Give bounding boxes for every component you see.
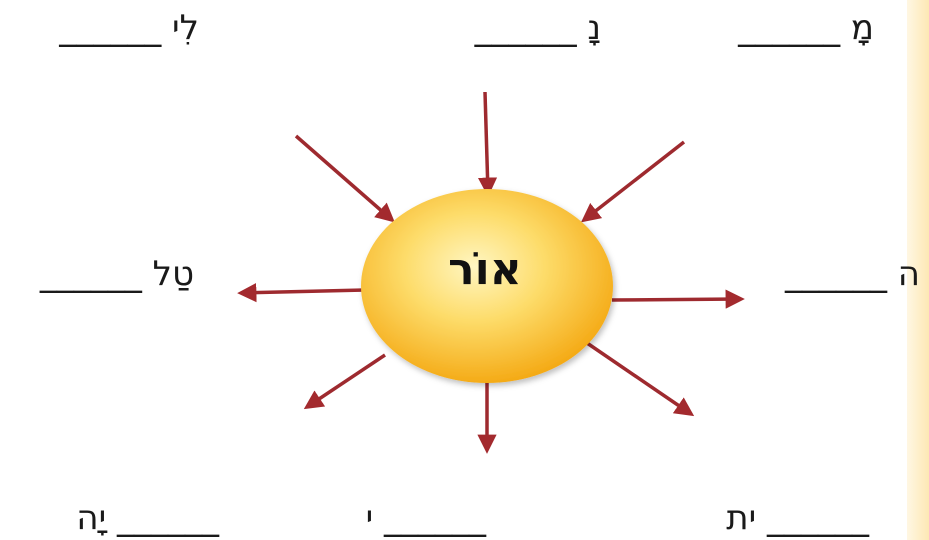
word-slot-bottom-left[interactable]: ______ יָה: [76, 498, 219, 538]
center-word: אוֹר: [448, 244, 522, 295]
arrow-out-bottom-left: [303, 353, 386, 410]
word-slot-top-center[interactable]: נָ ______: [474, 8, 601, 48]
word-slot-top-right[interactable]: מָ ______: [738, 8, 874, 48]
word-slot-bottom-center[interactable]: ______ י: [365, 498, 486, 538]
sun-ellipse: [361, 189, 613, 383]
word-slot-mid-left[interactable]: טַל ______: [39, 254, 194, 294]
arrow-in-top: [477, 91, 498, 197]
arrow-out-left: [237, 283, 366, 303]
arrow-out-bottom-right: [586, 341, 695, 417]
word-slot-bottom-right[interactable]: ______ ית: [726, 498, 869, 538]
arrow-out-right: [611, 289, 745, 309]
page-edge-strip: [907, 0, 929, 540]
arrow-in-top-right: [580, 140, 686, 223]
word-slot-mid-right[interactable]: ה ______: [784, 254, 920, 294]
word-slot-top-left[interactable]: לִי ______: [59, 8, 199, 48]
arrow-in-top-left: [294, 134, 395, 223]
